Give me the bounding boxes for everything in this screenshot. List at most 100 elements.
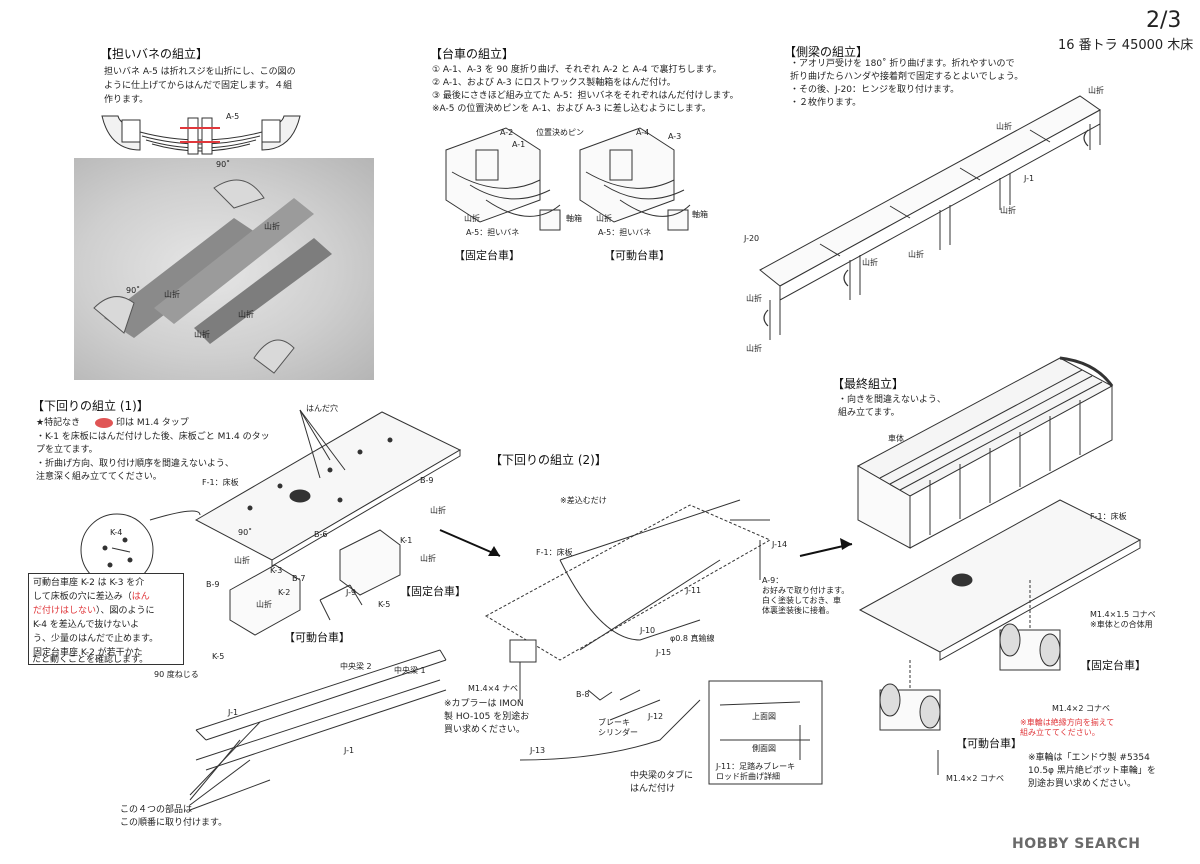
fixed-label-fold: 山折 bbox=[464, 214, 480, 223]
brake-label-1: ブレーキ bbox=[598, 718, 630, 727]
side-label-4: 山折 bbox=[908, 250, 924, 259]
under1-line-3: ・折曲げ方向、取り付け順序を間違えないよう、 bbox=[36, 459, 234, 469]
side-label-j20: J-20 bbox=[744, 234, 760, 243]
u2-label-j14: J-14 bbox=[772, 540, 788, 549]
k4-detail bbox=[80, 513, 154, 587]
movable-label-a4: A-4 bbox=[636, 128, 650, 137]
bogie-line-2: ② A-1、および A-3 にロストワックス製軸箱をはんだ付け。 bbox=[432, 78, 676, 88]
movable-label-axlebox: 軸箱 bbox=[692, 210, 708, 219]
bogie-title: 【台車の組立】 bbox=[430, 47, 515, 61]
note-line-4: K-4 を差込んで抜けないよ bbox=[33, 620, 140, 630]
a9-line-4: 体裏塗装後に接着。 bbox=[762, 606, 834, 615]
fixed-label-axlebox: 軸箱 bbox=[566, 214, 582, 223]
u2-label-f1: F-1：床板 bbox=[536, 548, 573, 557]
u1-label-b9b: B-9 bbox=[206, 580, 220, 589]
a9-line-3: 白く塗装しておき、車 bbox=[762, 596, 841, 605]
u2-label-screw: M1.4×4 ナベ bbox=[468, 684, 518, 693]
under1-line-1: ・K-1 を床板にはんだ付けした後、床板ごと M1.4 のタッ bbox=[36, 432, 270, 442]
final-screw1: M1.4×1.5 コナベ bbox=[1090, 610, 1156, 619]
u2-label-insert: ※差込むだけ bbox=[560, 496, 607, 505]
photo-label-3: 90˚ bbox=[126, 286, 141, 295]
note-line-7: たと動くことを確認します。 bbox=[32, 655, 149, 665]
spring-drawing bbox=[101, 115, 301, 155]
u1-label-fold2: 山折 bbox=[420, 554, 436, 563]
u2-label-j13: J-13 bbox=[530, 746, 546, 755]
wheel-note-2: 10.5φ 黒片絶ピボット車輪」を bbox=[1028, 766, 1156, 776]
u1-label-j1a: J-1 bbox=[228, 708, 239, 717]
u1-fixed-caption: 【固定台車】 bbox=[400, 585, 466, 598]
u2-label-j15: J-15 bbox=[656, 648, 672, 657]
side-line-4: ・２枚作ります。 bbox=[790, 98, 862, 108]
u1-label-k3: K-3 bbox=[270, 566, 283, 575]
u1-label-b7: B-7 bbox=[292, 574, 306, 583]
fixed-label-pin: 位置決めピン bbox=[536, 128, 584, 137]
u1-label-solder: はんだ穴 bbox=[306, 404, 338, 413]
u2-label-j12: J-12 bbox=[648, 712, 664, 721]
final-line-1: ・向きを間違えないよう、 bbox=[838, 395, 946, 405]
fixed-label-a5: A-5：担いバネ bbox=[466, 228, 520, 237]
spring-line-1: 担いバネ A-5 は折れスジを山折にし、この図の bbox=[104, 67, 296, 77]
under2-title: 【下回りの組立 (2)】 bbox=[490, 453, 607, 467]
side-line-1: ・アオリ戸受けを 180˚ 折り曲げます。折れやすいので bbox=[790, 59, 1015, 69]
side-line-2: 折り曲げたらハンダや接着剤で固定するとよいでしょう。 bbox=[790, 72, 1024, 82]
spring-line-2: ように仕上げてからはんだで固定します。４組 bbox=[104, 81, 293, 91]
underframe2-drawing bbox=[484, 499, 772, 761]
tap-marker bbox=[95, 418, 113, 428]
final-title: 【最終組立】 bbox=[832, 377, 905, 391]
spring-line-3: 作ります。 bbox=[104, 95, 149, 105]
u1-bottom-1: この４つの部品は bbox=[120, 805, 193, 815]
a9-line-2: お好みで取り付けます。 bbox=[762, 586, 850, 595]
bogie-line-1: ① A-1、A-3 を 90 度折り曲げ、それぞれ A-2 と A-4 で裏打ち… bbox=[432, 65, 722, 75]
spring-part-label: A-5 bbox=[226, 112, 240, 121]
inset-caption-2: ロッド折曲げ詳細 bbox=[716, 772, 780, 781]
arrow-1 bbox=[439, 529, 501, 557]
fixed-label-a1: A-1 bbox=[512, 140, 526, 149]
watermark: HOBBY SEARCH bbox=[1012, 836, 1141, 852]
u1-label-b9a: B-9 bbox=[420, 476, 434, 485]
u1-label-fold3: 山折 bbox=[234, 556, 250, 565]
side-label-2: 山折 bbox=[996, 122, 1012, 131]
u1-label-fold1: 山折 bbox=[430, 506, 446, 515]
coupler-line-3: 買い求めください。 bbox=[444, 725, 526, 735]
final-movable-caption: 【可動台車】 bbox=[956, 737, 1022, 750]
underframe1-drawing bbox=[149, 409, 462, 811]
side-label-5: 山折 bbox=[862, 258, 878, 267]
u1-label-k2: K-2 bbox=[278, 588, 291, 597]
u1-label-90: 90˚ bbox=[238, 528, 253, 537]
inset-caption-1: J-11：足踏みブレーキ bbox=[716, 762, 796, 771]
u1-label-j9: J-9 bbox=[346, 588, 357, 597]
note-line-3: だ付けはしない）、図のように bbox=[33, 606, 155, 616]
final-screw2: M1.4×2 コナベ bbox=[1052, 704, 1110, 713]
arrow-2 bbox=[799, 538, 853, 557]
inset-top-view: 上面図 bbox=[752, 712, 776, 721]
under1-star-post: 印は M1.4 タップ bbox=[116, 418, 189, 428]
final-screw1-note: ※車体との合体用 bbox=[1090, 620, 1153, 629]
u2-label-j10: J-10 bbox=[640, 626, 656, 635]
spring-title: 【担いバネの組立】 bbox=[100, 47, 209, 61]
final-drawing bbox=[856, 356, 1142, 775]
u2-label-j11: J-11 bbox=[686, 586, 702, 595]
note-line-2: して床板の穴に差込み（はん bbox=[33, 592, 150, 602]
movable-label-a5: A-5：担いバネ bbox=[598, 228, 652, 237]
photo-label-2: 山折 bbox=[264, 222, 280, 231]
final-body-label: 車体 bbox=[888, 434, 904, 443]
bogie-line-3: ③ 最後にさきほど組み立てた A-5：担いバネをそれぞれはんだ付けします。 bbox=[432, 91, 739, 101]
photo-label-6: 山折 bbox=[194, 330, 210, 339]
coupler-line-2: 製 HO-105 を別途お bbox=[444, 712, 530, 722]
brake-inset bbox=[708, 680, 823, 785]
movable-seat-note: 可動台車座 K-2 は K-3 を介 して床板の穴に差込み（はん だ付けはしない… bbox=[28, 573, 184, 665]
side-title: 【側梁の組立】 bbox=[784, 45, 869, 59]
u1-label-k1: K-1 bbox=[400, 536, 413, 545]
side-label-6: 山折 bbox=[746, 294, 762, 303]
model-title: 16 番トラ 45000 木床 bbox=[1058, 38, 1194, 53]
u1-label-k5b: K-5 bbox=[212, 652, 225, 661]
fixed-bogie-drawing bbox=[445, 127, 561, 231]
side-beam-drawing bbox=[759, 95, 1101, 340]
brake-label-2: シリンダー bbox=[598, 728, 638, 737]
wheel-note-3: 別途お買い求めください。 bbox=[1028, 779, 1137, 789]
movable-bogie-caption: 【可動台車】 bbox=[604, 249, 670, 262]
side-label-3: 山折 bbox=[1000, 206, 1016, 215]
final-floor-label: F-1：床板 bbox=[1090, 512, 1127, 521]
u1-label-fold4: 山折 bbox=[256, 600, 272, 609]
